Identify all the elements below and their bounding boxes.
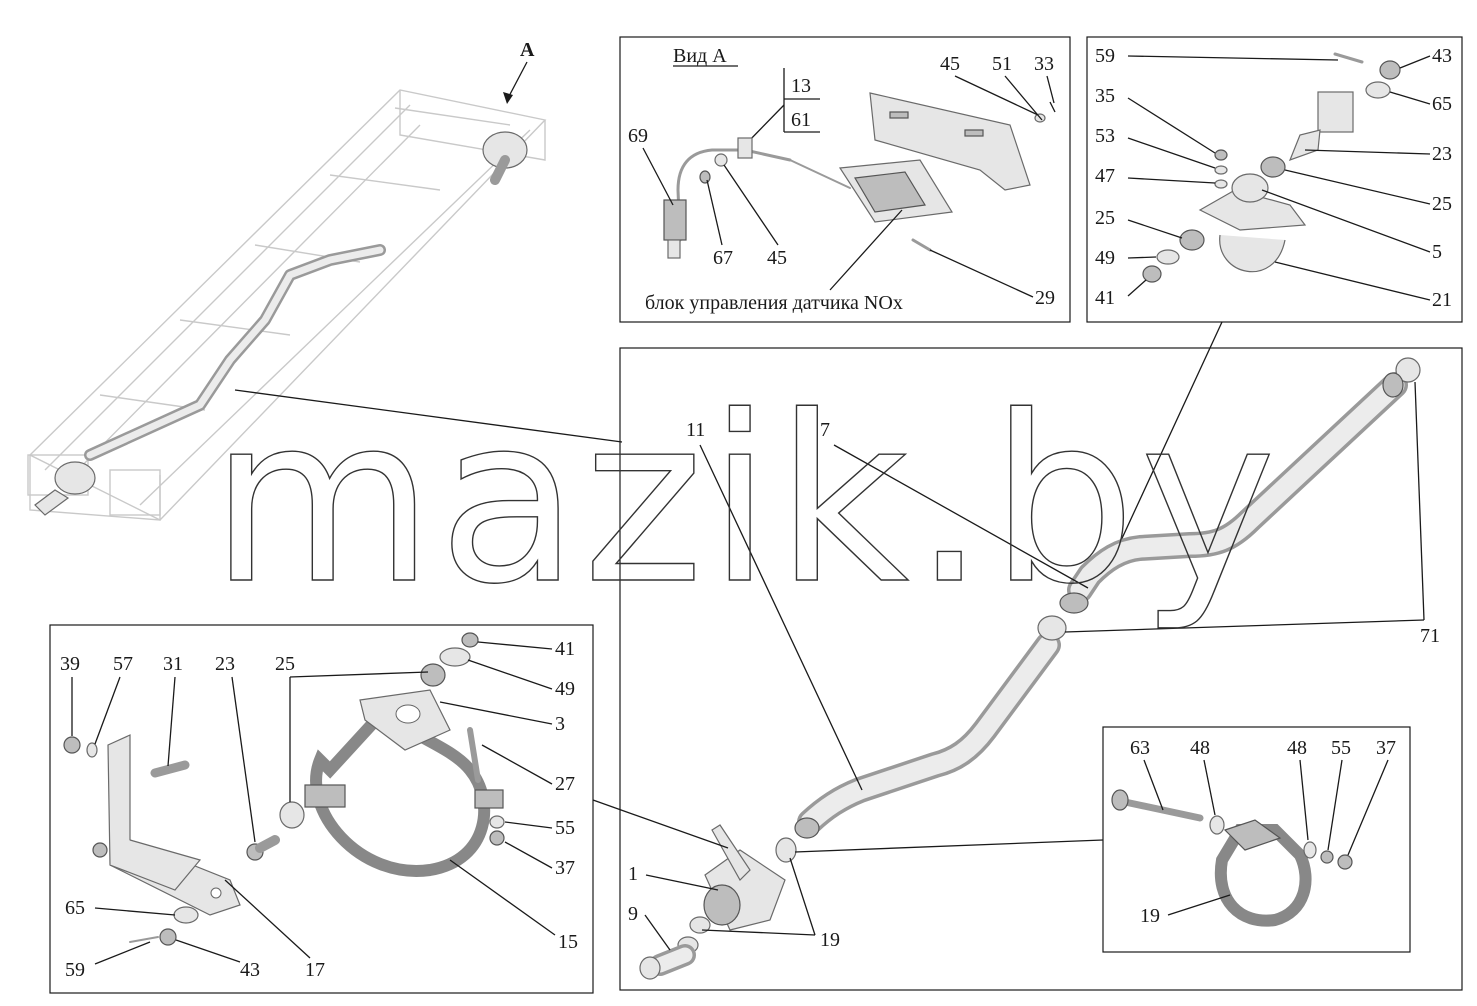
panel-mount-bracket: 39 57 31 23 25 41 49 3 27 55 37 65 59 43… bbox=[49, 624, 594, 994]
label-23: 23 bbox=[215, 653, 235, 675]
label-45b: 45 bbox=[940, 53, 960, 75]
watermark: mazik.by bbox=[210, 368, 1280, 635]
label-59: 59 bbox=[65, 959, 85, 981]
fraction-bottom: 61 bbox=[791, 109, 811, 131]
mount-leader bbox=[592, 799, 729, 849]
label-45a: 45 bbox=[767, 247, 787, 269]
label-23: 23 bbox=[1432, 143, 1452, 165]
label-47: 47 bbox=[1095, 165, 1115, 187]
label-43: 43 bbox=[1432, 45, 1452, 67]
label-59: 59 bbox=[1095, 45, 1115, 67]
label-35: 35 bbox=[1095, 85, 1115, 107]
label-69: 69 bbox=[628, 125, 648, 147]
panel-bracket-assembly: 59 35 53 47 25 49 41 43 65 23 25 5 21 bbox=[1086, 36, 1463, 323]
label-21: 21 bbox=[1432, 289, 1452, 311]
label-55: 55 bbox=[1331, 737, 1351, 759]
label-63: 63 bbox=[1130, 737, 1150, 759]
label-7: 7 bbox=[820, 419, 830, 441]
label-9: 9 bbox=[628, 903, 638, 925]
label-37: 37 bbox=[555, 857, 575, 879]
label-25: 25 bbox=[275, 653, 295, 675]
label-25a: 25 bbox=[1095, 207, 1115, 229]
view-a-title: Вид А bbox=[673, 45, 727, 67]
bracket-leader bbox=[1111, 321, 1223, 561]
overview-leader bbox=[234, 389, 623, 443]
label-48a: 48 bbox=[1190, 737, 1210, 759]
chassis-overview bbox=[27, 89, 547, 521]
label-53: 53 bbox=[1095, 125, 1115, 147]
label-65: 65 bbox=[1432, 93, 1452, 115]
fraction-top: 13 bbox=[791, 75, 811, 97]
label-19: 19 bbox=[820, 929, 840, 951]
label-1: 1 bbox=[628, 863, 638, 885]
label-41: 41 bbox=[555, 638, 575, 660]
label-25b: 25 bbox=[1432, 193, 1452, 215]
label-67: 67 bbox=[713, 247, 733, 269]
label-65: 65 bbox=[65, 897, 85, 919]
view-label: A bbox=[520, 39, 535, 61]
label-49: 49 bbox=[1095, 247, 1115, 269]
label-27: 27 bbox=[555, 773, 575, 795]
label-37: 37 bbox=[1376, 737, 1396, 759]
label-39: 39 bbox=[60, 653, 80, 675]
label-11: 11 bbox=[686, 419, 705, 441]
label-71: 71 bbox=[1420, 625, 1440, 647]
label-48b: 48 bbox=[1287, 737, 1307, 759]
nox-caption: блок управления датчика NOx bbox=[645, 292, 903, 314]
label-43: 43 bbox=[240, 959, 260, 981]
label-5: 5 bbox=[1432, 241, 1442, 263]
panel-main-pipe: 11 7 71 1 9 19 bbox=[619, 347, 1463, 991]
label-51: 51 bbox=[992, 53, 1012, 75]
label-33: 33 bbox=[1034, 53, 1054, 75]
label-15: 15 bbox=[558, 931, 578, 953]
label-19: 19 bbox=[1140, 905, 1160, 927]
label-17: 17 bbox=[305, 959, 325, 981]
panel-view-a: Вид А 13 61 69 67 45 45 51 bbox=[619, 36, 1071, 323]
clamp-leader bbox=[794, 839, 1104, 853]
panel-clamp-19: 63 48 48 55 37 19 bbox=[1102, 726, 1411, 953]
label-31: 31 bbox=[163, 653, 183, 675]
label-49: 49 bbox=[555, 678, 575, 700]
label-41: 41 bbox=[1095, 287, 1115, 309]
label-57: 57 bbox=[113, 653, 133, 675]
label-55: 55 bbox=[555, 817, 575, 839]
label-3: 3 bbox=[555, 713, 565, 735]
label-29: 29 bbox=[1035, 287, 1055, 309]
view-a-arrow: A bbox=[503, 39, 535, 104]
